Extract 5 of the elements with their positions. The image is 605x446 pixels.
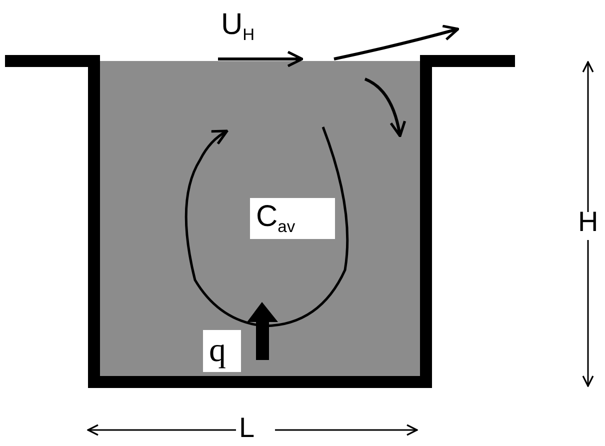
velocity-label: U$_{H}$: [221, 10, 255, 44]
height-label: H: [578, 208, 598, 236]
source-label: q: [203, 330, 241, 372]
width-label: L: [239, 414, 255, 442]
concentration-label: C$_{av}$: [250, 198, 335, 240]
